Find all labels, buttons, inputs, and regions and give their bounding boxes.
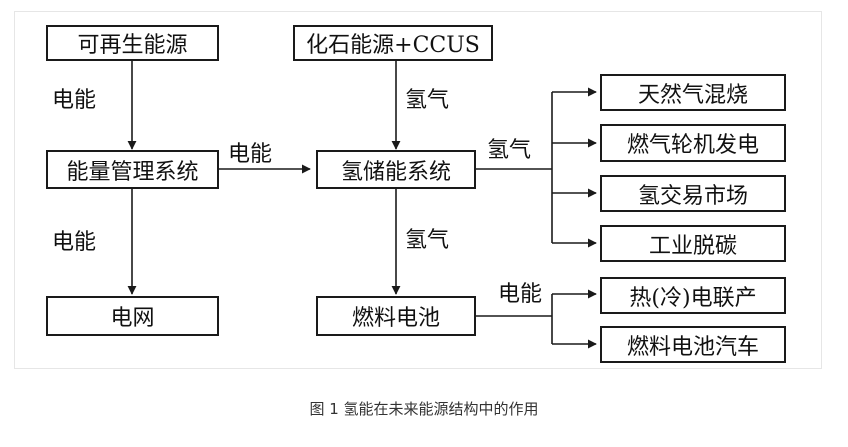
box-hydrogen-trading-market: 氢交易市场	[600, 175, 786, 212]
label-fuelcell-to-uses: 电能	[498, 282, 543, 307]
box-fuel-cell: 燃料电池	[316, 296, 476, 336]
label-ems-to-h2: 电能	[228, 142, 273, 167]
figure-caption: 图 1 氢能在未来能源结构中的作用	[309, 400, 539, 418]
box-hydrogen-storage-system: 氢储能系统	[316, 150, 476, 189]
box-fossil-ccus: 化石能源+CCUS	[293, 25, 493, 61]
label-ems-to-grid: 电能	[52, 230, 97, 255]
box-gas-turbine-power: 燃气轮机发电	[600, 124, 786, 162]
box-combined-heat-power: 热(冷)电联产	[600, 277, 786, 314]
box-industrial-decarbonization: 工业脱碳	[600, 225, 786, 262]
label-h2-to-uses: 氢气	[487, 138, 532, 163]
label-h2-to-fuelcell: 氢气	[405, 228, 450, 253]
box-power-grid: 电网	[46, 296, 219, 336]
box-renewable-energy: 可再生能源	[46, 25, 219, 61]
box-natural-gas-co-firing: 天然气混烧	[600, 74, 786, 111]
label-fossil-to-h2: 氢气	[405, 88, 450, 113]
box-fuel-cell-vehicle: 燃料电池汽车	[600, 326, 786, 363]
label-renewable-to-ems: 电能	[52, 88, 97, 113]
box-energy-management-system: 能量管理系统	[46, 150, 219, 189]
